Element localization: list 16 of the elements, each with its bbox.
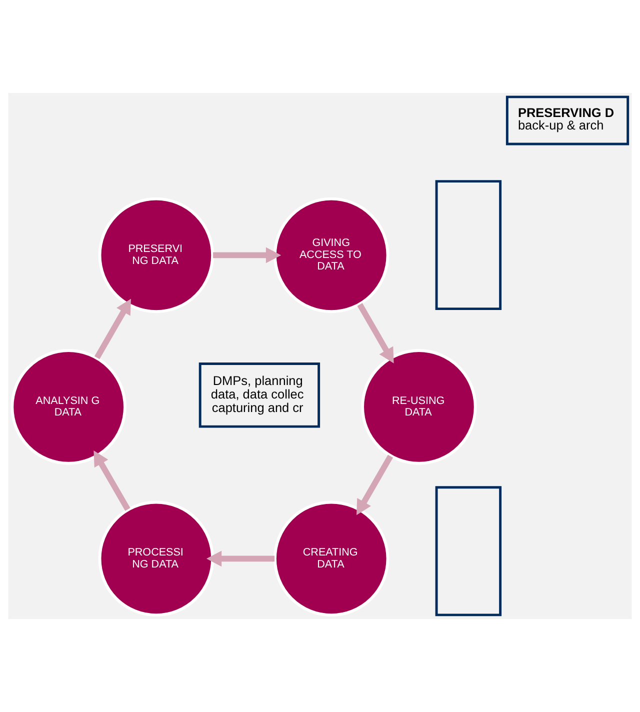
arrow — [94, 450, 130, 511]
arrow — [94, 298, 132, 360]
node-circle: PROCESSI NG DATA — [98, 500, 214, 617]
node-box: PRESERVING D back-up & arch — [506, 96, 630, 146]
arrow — [356, 454, 394, 516]
node-circle: GIVING ACCESS TO DATA — [273, 197, 390, 314]
node-circle: RE-USING DATA — [361, 349, 477, 465]
arrow — [213, 247, 282, 264]
node-box — [435, 486, 502, 616]
arrow — [357, 303, 394, 364]
arrow — [206, 550, 274, 567]
node-box: DMPs, planning data, data collec capturing and cr — [198, 362, 320, 428]
node-circle: PRESERVI NG DATA — [98, 197, 214, 314]
node-circle: CREATING DATA — [273, 500, 390, 617]
node-box — [435, 180, 502, 310]
node-circle: ANALYSIN G DATA — [10, 349, 126, 465]
